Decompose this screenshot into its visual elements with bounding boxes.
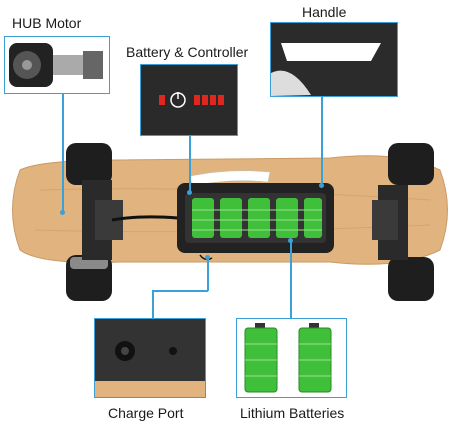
lithium-batteries-callout: [236, 318, 347, 398]
wheel-rear-right-bottom: [388, 257, 434, 301]
charge-port-leader: [152, 290, 154, 318]
charge-port-leader-vertical: [207, 258, 209, 291]
charge-port-leader-horizontal: [152, 290, 208, 292]
hub-motor-leader-dot: [60, 210, 65, 215]
label-charge-port: Charge Port: [108, 405, 184, 421]
label-handle: Handle: [302, 4, 347, 20]
wheel-rear-right-top: [388, 143, 434, 185]
charge-port-callout: [94, 318, 206, 398]
battery-controller-leader-dot: [187, 190, 192, 195]
battery-controller-callout: [140, 64, 238, 136]
handle-callout: [270, 22, 398, 97]
label-lithium-batteries: Lithium Batteries: [240, 405, 345, 421]
label-battery-controller: Battery & Controller: [126, 44, 249, 60]
hub-motor-icon: [9, 43, 103, 87]
handle-leader: [321, 97, 323, 185]
battery-controller-leader: [189, 136, 191, 192]
controller-panel: [141, 65, 237, 135]
charge-port-leader-dot: [205, 255, 210, 260]
wheel-front-left-top: [66, 143, 112, 185]
lithium-batteries-image: [237, 319, 346, 397]
charge-port-image: [95, 319, 205, 397]
lithium-batteries-leader: [290, 240, 292, 318]
handle-leader-dot: [319, 183, 324, 188]
handle-image: [271, 23, 397, 96]
hub-motor-leader: [62, 94, 64, 212]
lithium-batteries-leader-dot: [288, 238, 293, 243]
label-hub-motor: HUB Motor: [12, 15, 82, 31]
hub-motor-callout: [4, 36, 110, 94]
battery-cells: [192, 198, 322, 238]
